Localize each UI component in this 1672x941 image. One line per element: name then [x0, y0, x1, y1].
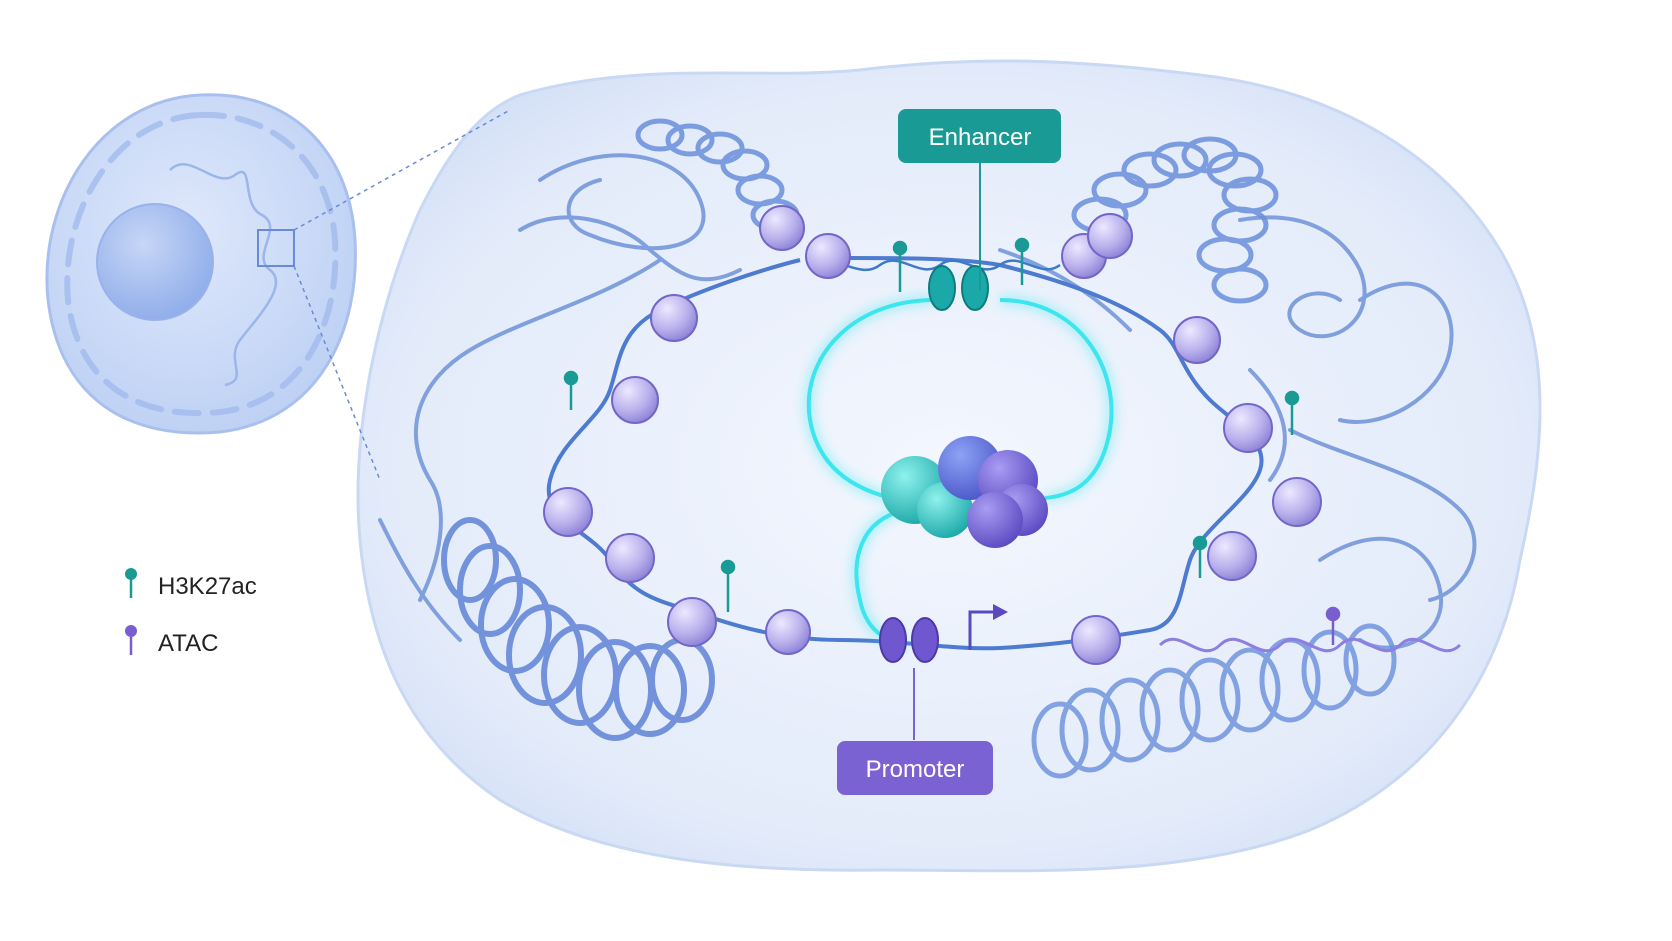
- lollipop-marker-icon: [125, 625, 137, 637]
- zoom-box: [257, 229, 295, 267]
- lollipop-marker-icon: [125, 568, 137, 580]
- main-chromatin-fiber: [546, 256, 1264, 651]
- nucleosome: [1223, 403, 1273, 453]
- nucleosome: [1173, 316, 1221, 364]
- enhancer-factors: [928, 265, 989, 311]
- promoter-label-box: [837, 741, 993, 795]
- nucleosome: [667, 597, 717, 647]
- nucleosome: [1272, 477, 1322, 527]
- nucleosome: [1087, 213, 1133, 259]
- legend-item-atac: ATAC: [125, 625, 218, 657]
- nucleosome: [1071, 615, 1121, 665]
- nucleolus: [96, 203, 214, 321]
- nucleosome: [765, 609, 811, 655]
- legend-item-h3k27ac: H3K27ac: [125, 568, 257, 600]
- legend-label: ATAC: [158, 630, 218, 657]
- enhancer-label: Enhancer: [929, 124, 1032, 151]
- nucleosome: [611, 376, 659, 424]
- nucleosomes: [543, 205, 1322, 665]
- cell-overview: [45, 93, 357, 435]
- nucleosome: [605, 533, 655, 583]
- nucleosome: [650, 294, 698, 342]
- atac-markers: [1325, 606, 1341, 645]
- nucleosome: [1207, 531, 1257, 581]
- coil-bottom-right: [1031, 623, 1397, 779]
- nucleosome: [805, 233, 851, 279]
- nucleosome: [759, 205, 805, 251]
- legend-label: H3K27ac: [158, 573, 257, 600]
- transcript-wave: [1158, 637, 1462, 653]
- transcription-complex: [881, 436, 1048, 548]
- zoom-line-bottom: [293, 265, 381, 481]
- promoter-factors: [879, 617, 939, 663]
- promoter-label: Promoter: [866, 756, 965, 783]
- nucleosome: [543, 487, 593, 537]
- tss-arrow-icon: [968, 610, 995, 650]
- legend: H3K27ac ATAC: [125, 568, 257, 657]
- enhancer-label-box: [898, 109, 1061, 163]
- h3k27ac-markers: [563, 237, 1300, 612]
- zoom-line-top: [293, 109, 511, 231]
